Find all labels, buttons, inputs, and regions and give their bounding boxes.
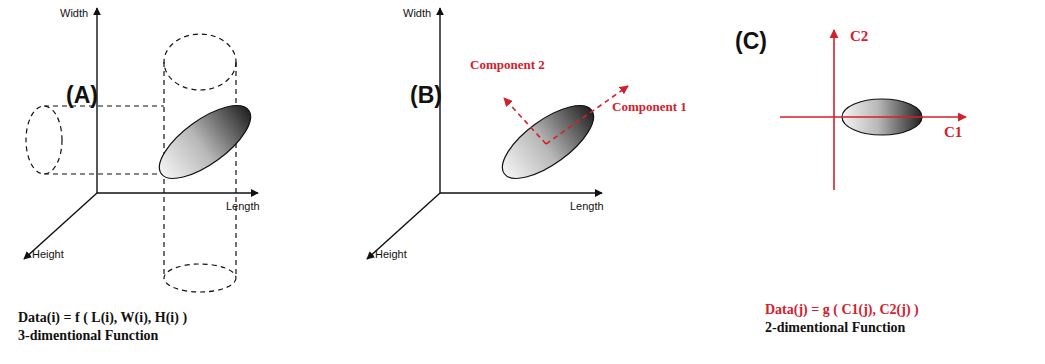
component-name: Component 1	[612, 100, 687, 115]
axis-name: Length	[226, 200, 260, 213]
function-note: 3-dimentional Function	[18, 328, 158, 344]
panel-letter: (B)	[410, 82, 442, 108]
axis-name: C2	[850, 28, 868, 45]
axis-name: Height	[375, 248, 407, 261]
panel-letter: (C)	[735, 28, 767, 54]
panel-letter: (A)	[66, 82, 98, 108]
axis-name: Width	[403, 7, 431, 20]
axis-name: Height	[32, 248, 64, 261]
panel-a-drawing	[24, 8, 262, 292]
component-name: Component 2	[470, 58, 545, 73]
axis-name: Width	[60, 7, 88, 20]
axis-name: C1	[944, 124, 962, 141]
function-note: 2-dimentional Function	[765, 320, 905, 336]
panel-b-drawing	[367, 8, 628, 259]
formula-text: Data(i) = f ( L(i), W(i), H(i) )	[18, 310, 187, 326]
panel-c-drawing	[780, 30, 966, 190]
axis-name: Length	[570, 200, 604, 213]
formula-text: Data(j) = g ( C1(j), C2(j) )	[765, 302, 919, 318]
